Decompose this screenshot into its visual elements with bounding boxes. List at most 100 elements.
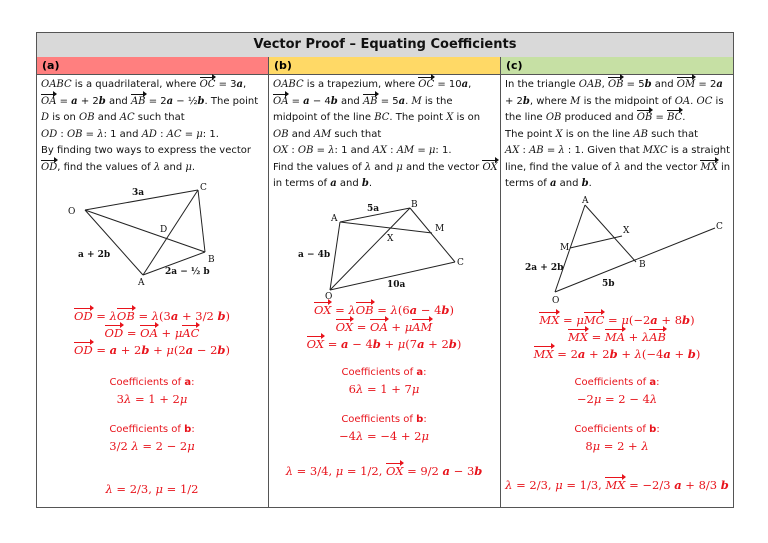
answer: λ = 2/3, μ = 1/3, MX = −2/3 a + 8/3 b bbox=[505, 474, 729, 492]
label-b: B bbox=[411, 200, 418, 210]
vector: OA bbox=[370, 316, 389, 334]
solution-line: OX = a − 4b + μ(7a + 2b) bbox=[306, 333, 462, 351]
answer: λ = 2/3, μ = 1/2 bbox=[105, 482, 199, 496]
vector: AB bbox=[649, 326, 667, 344]
solution-line: MX = MA + λAB bbox=[567, 326, 667, 344]
vector: OB bbox=[116, 305, 136, 323]
coef-b-equation: −4λ = −4 + 2μ bbox=[339, 429, 429, 443]
label-b: B bbox=[208, 255, 215, 265]
solution-line: OD = OA + μAC bbox=[104, 322, 201, 340]
edge-oa bbox=[84, 209, 144, 276]
vector: AB bbox=[362, 90, 379, 111]
coef-a-equation: −2μ = 2 − 4λ bbox=[576, 392, 658, 406]
label-om: 2a + 2b bbox=[525, 263, 563, 273]
vector: OA bbox=[273, 90, 290, 111]
worksheet-table: Vector Proof – Equating Coefficients (a)… bbox=[36, 32, 734, 508]
vector: OD bbox=[74, 305, 94, 323]
solution-line: OD = a + 2b + μ(2a − 2b) bbox=[74, 339, 230, 357]
vector: OD bbox=[74, 339, 94, 357]
label-c: C bbox=[716, 222, 723, 232]
part-c-solution: MX = μMC = μ(−2a + 8b) MX = MA + λAB MX … bbox=[501, 309, 733, 494]
edge-ab bbox=[142, 251, 206, 276]
vector: OD bbox=[104, 322, 124, 340]
vector: OC bbox=[418, 74, 435, 94]
vector: MX bbox=[533, 343, 555, 361]
vector: AC bbox=[182, 322, 201, 340]
label-o: O bbox=[325, 292, 332, 300]
part-b-header: (b) bbox=[269, 57, 501, 75]
part-c-question: In the triangle OAB, OB = 5b and OM = 2a… bbox=[505, 74, 731, 189]
diagonal-ac bbox=[142, 189, 199, 276]
vector: OX bbox=[314, 299, 333, 317]
part-a-column bbox=[37, 75, 269, 507]
label-m: M bbox=[435, 224, 444, 234]
vector: MA bbox=[604, 326, 627, 344]
label-a: A bbox=[330, 214, 338, 224]
part-b-solution: OX = λOB = λ(6a − 4b) OX = OA + μAM OX =… bbox=[269, 299, 499, 480]
coef-b-label: Coefficients of b: bbox=[109, 424, 195, 435]
vector: OC bbox=[199, 74, 217, 94]
part-a-question: OABC is a quadrilateral, where OC = 3a,O… bbox=[41, 74, 266, 177]
solution-line: OX = OA + μAM bbox=[335, 316, 434, 334]
coef-a-label: Coefficients of a: bbox=[109, 377, 195, 388]
label-oa: a − 4b bbox=[298, 250, 330, 260]
coef-b-equation: 8μ = 2 + λ bbox=[585, 439, 649, 453]
solution-line: OD = λOB = λ(3a + 3/2 b) bbox=[74, 305, 230, 323]
vector: MC bbox=[583, 309, 605, 327]
vector: AB bbox=[130, 90, 147, 111]
label-ob: 5b bbox=[602, 279, 615, 289]
vector: OX bbox=[386, 460, 405, 478]
solution-line: OX = λOB = λ(6a − 4b) bbox=[314, 299, 454, 317]
label-b: B bbox=[639, 260, 646, 270]
part-a-solution: OD = λOB = λ(3a + 3/2 b) OD = OA + μAC O… bbox=[37, 305, 267, 498]
coef-b-equation: 3/2 λ = 2 − 2μ bbox=[109, 439, 195, 453]
label-ab: 5a bbox=[367, 204, 379, 214]
label-d: D bbox=[160, 225, 167, 235]
edge-oc bbox=[84, 189, 199, 211]
label-m: M bbox=[560, 243, 569, 253]
coef-a-label: Coefficients of a: bbox=[341, 367, 427, 378]
label-ab: 2a − ½ b bbox=[165, 266, 210, 277]
label-a: A bbox=[137, 278, 145, 287]
label-oc: 3a bbox=[132, 188, 144, 198]
part-b-diagram: O A B C M X 5a a − 4b 10a bbox=[298, 200, 464, 300]
part-b-question: OABC is a trapezium, where OC = 10a,OA =… bbox=[273, 74, 499, 189]
label-c: C bbox=[200, 183, 207, 193]
label-oa: a + 2b bbox=[78, 250, 110, 260]
diagonal-ob bbox=[84, 209, 206, 253]
vector: OX bbox=[335, 316, 355, 334]
part-c-header: (c) bbox=[501, 57, 733, 75]
vector: OA bbox=[140, 322, 159, 340]
vector: OA bbox=[41, 90, 58, 111]
edge-cb bbox=[197, 189, 206, 253]
label-oc: 10a bbox=[387, 280, 406, 290]
label-o: O bbox=[68, 207, 75, 217]
vector: MX bbox=[605, 474, 627, 492]
vector: MX bbox=[567, 326, 589, 344]
vector: MX bbox=[539, 309, 561, 327]
vector: OB bbox=[355, 299, 375, 317]
vector: OX bbox=[482, 156, 499, 177]
label-c: C bbox=[457, 258, 464, 268]
vector: OB bbox=[636, 107, 653, 127]
part-b-column bbox=[269, 75, 501, 507]
part-c-diagram: O A B C M X 2a + 2b 5b bbox=[525, 196, 723, 305]
part-a-diagram: O C B A D 3a a + 2b 2a − ½ b bbox=[68, 183, 215, 287]
vector: OM bbox=[676, 74, 697, 94]
vector: BC bbox=[667, 107, 684, 127]
solution-line: MX = μMC = μ(−2a + 8b) bbox=[539, 309, 695, 327]
label-x: X bbox=[387, 234, 394, 244]
worksheet-title: Vector Proof – Equating Coefficients bbox=[37, 33, 733, 58]
coef-a-label: Coefficients of a: bbox=[574, 377, 660, 388]
vector: OD bbox=[41, 156, 59, 177]
vector: AM bbox=[412, 316, 434, 334]
label-a: A bbox=[581, 196, 589, 206]
part-a-header: (a) bbox=[37, 57, 269, 75]
vector: MX bbox=[700, 156, 720, 177]
vector: OB bbox=[607, 74, 625, 94]
answer: λ = 3/4, μ = 1/2, OX = 9/2 a − 3b bbox=[285, 460, 483, 478]
coef-a-equation: 3λ = 1 + 2μ bbox=[116, 392, 188, 406]
label-o: O bbox=[552, 296, 559, 305]
coef-a-equation: 6λ = 1 + 7μ bbox=[348, 382, 420, 396]
coef-b-label: Coefficients of b: bbox=[574, 424, 660, 435]
